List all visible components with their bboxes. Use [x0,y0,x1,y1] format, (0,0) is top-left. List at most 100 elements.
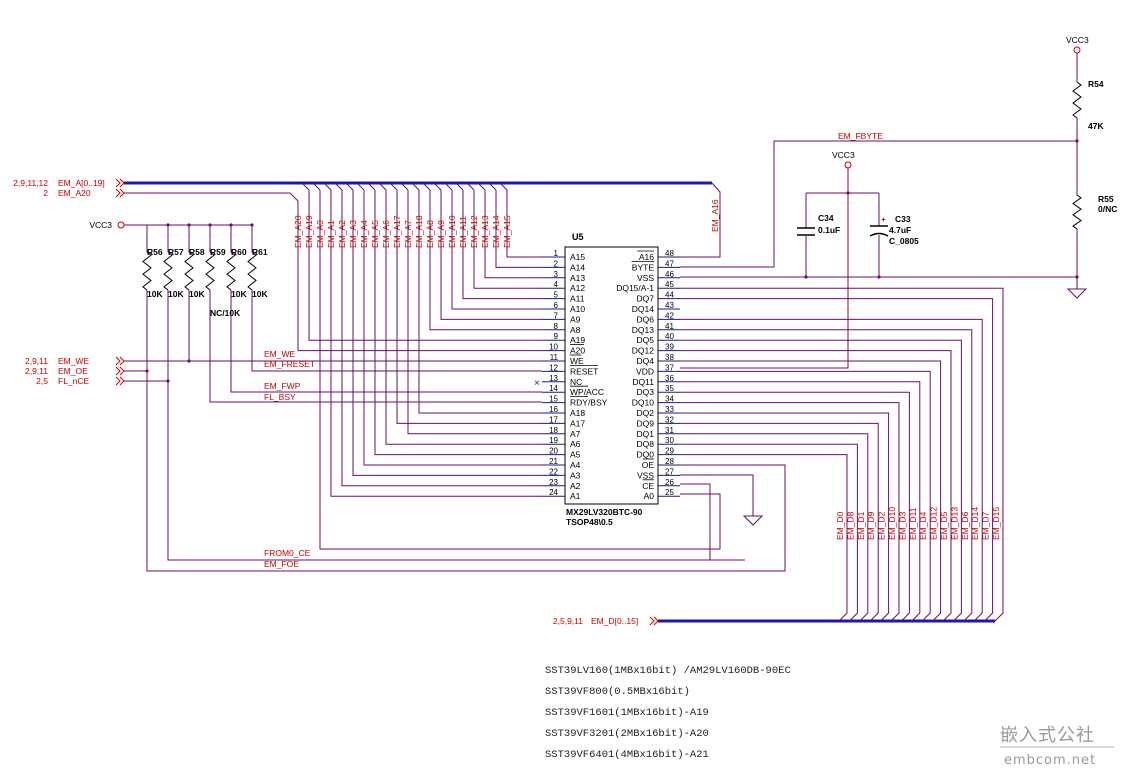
bus-entry [466,182,475,191]
bus-entry [455,182,464,191]
right-pin-number: 48 [665,249,674,258]
left-pin-name: A12 [570,283,585,293]
resistor-r54 [1072,81,1082,119]
label-em_d3: EM_D3 [897,511,907,540]
right-pin-name: DQ2 [637,408,655,418]
right-pin-name: BYTE [632,262,655,272]
left-pin-number: 24 [549,488,558,497]
port-arrow [115,366,125,376]
junction-dot [846,191,850,195]
label-bus-em_a17: EM_A17 [392,215,402,248]
port-net: EM_A20 [58,188,91,198]
port-pages: 2,9,11 [25,366,48,376]
wire-addr [385,190,542,445]
right-pin-name: VDD [636,366,654,376]
bus-entry [444,182,453,191]
right-pin-number: 34 [665,395,674,404]
right-pin-name: DQ1 [637,429,655,439]
left-pin-number: 21 [549,457,558,466]
power-connector [117,221,125,229]
left-pin-name: A15 [570,252,585,262]
label-em_d11: EM_D11 [908,507,918,540]
right-pin-name: DQ8 [637,439,655,449]
wire-addr [352,190,542,476]
bus-entry [356,182,365,191]
label-em-a16: EM_A16 [710,199,720,232]
left-pin-name: A4 [570,460,581,470]
left-pin-name: A6 [570,439,581,449]
junction-dot [1075,275,1079,279]
label-bus-em_a12: EM_A12 [469,215,479,248]
resistor-r54-value: 47K [1088,121,1104,131]
label-bus-em_a1: EM_A1 [326,220,336,248]
resistor-ref: R58 [189,247,205,257]
right-pin-number: 46 [665,270,674,279]
left-pin-name: NC [570,377,582,387]
right-pin-number: 47 [665,259,674,268]
bus-entry [345,182,354,191]
junction-dot [877,275,881,279]
wire-data-d13 [680,339,962,622]
cap-c34-value: 0.1uF [818,225,840,235]
ground-symbol [742,515,764,526]
resistor-value: 10K [252,289,268,299]
label-em_d0: EM_D0 [835,511,845,540]
port-pages: 2 [43,188,48,198]
part-note: SST39VF800(0.5MBx16bit) [545,686,690,698]
port-arrow [115,376,125,386]
left-pin-name: RDY/BSY [570,398,608,408]
bus-entry [301,182,310,191]
label-bus-em_a5: EM_A5 [370,220,380,248]
left-pin-name: A9 [570,314,581,324]
bus-entry [411,182,420,191]
right-pin-number: 35 [665,384,674,393]
left-pin-number: 2 [554,259,559,268]
wire-data-d0 [680,454,848,622]
wire-data-d4 [680,370,931,622]
port-net: EM_WE [58,356,90,366]
bus-entry [477,182,486,191]
wire-em-freset [251,300,542,372]
port-pages: 2,5 [36,376,48,386]
power-connector [1073,46,1081,54]
left-pin-name: A1 [570,491,581,501]
wire-addr [297,201,542,352]
net-em-fbyte: EM_FBYTE [838,131,883,141]
wire-data-d14 [680,318,983,622]
right-pin-number: 45 [665,280,674,289]
label-bus-em_a0: EM_A0 [315,220,325,248]
label-bus-em_a19: EM_A19 [304,215,314,248]
wire-addr [341,190,542,487]
right-pin-name: VSS [637,470,654,480]
wire-addr [462,190,542,300]
right-pin-number: 31 [665,426,674,435]
left-pin-number: 8 [554,322,559,331]
left-pin-number: 20 [549,447,558,456]
wire-vss2 [680,474,754,516]
left-pin-number: 6 [554,301,559,310]
right-pin-number: 38 [665,353,674,362]
net-fl-bsy: FL_BSY [264,392,296,402]
port-arrow [115,188,125,198]
right-pin-name: DQ11 [632,377,654,387]
net-em-foe: EM_FOE [264,559,299,569]
label-bus-em_a15: EM_A15 [502,215,512,248]
bus-entry [400,182,409,191]
right-pin-number: 39 [665,343,674,352]
wire-addr [374,190,542,456]
resistor-value: 10K [147,289,163,299]
port-net: FL_nCE [58,376,90,386]
label-em_d14: EM_D14 [970,507,980,540]
bus-entry [367,182,376,191]
cap-polarity: + [881,215,886,224]
part-note: SST39VF3201(2MBx16bit)-A20 [545,728,709,740]
wire-addr [473,190,542,289]
right-pin-number: 33 [665,405,674,414]
left-pin-number: 9 [554,332,559,341]
right-pin-name: DQ9 [637,418,655,428]
right-pin-name: DQ7 [637,294,655,304]
right-pin-name: DQ6 [637,314,655,324]
right-pin-number: 44 [665,291,674,300]
